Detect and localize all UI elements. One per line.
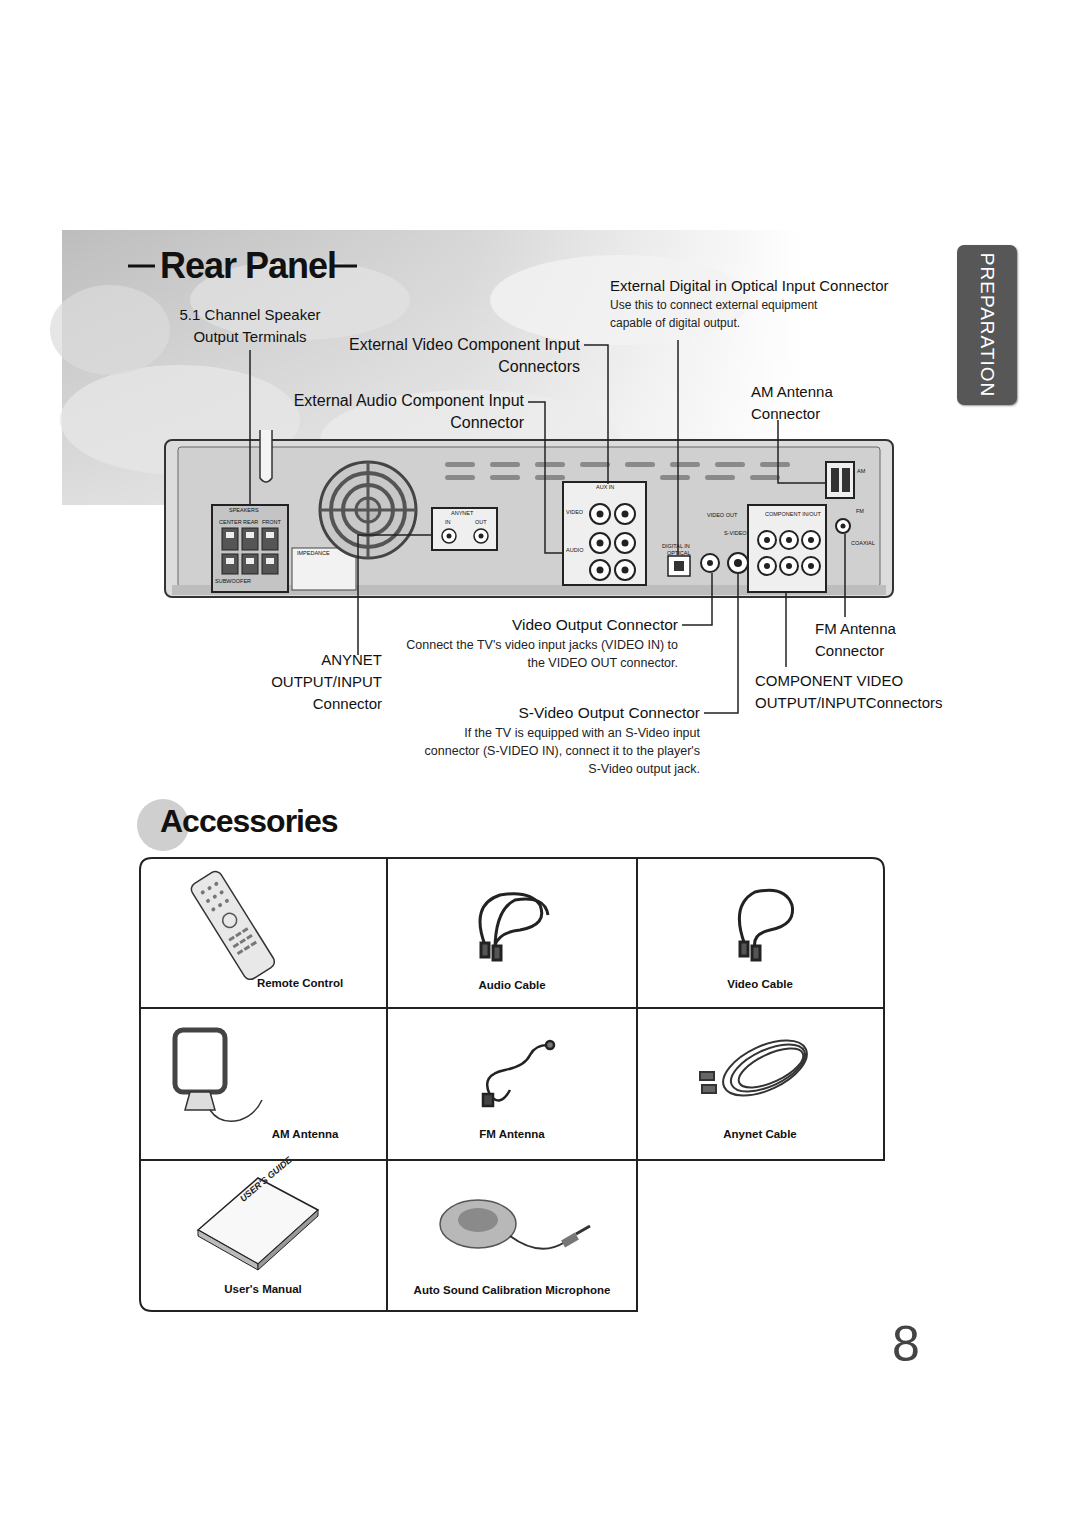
panel-marking: ANYNET	[451, 510, 473, 517]
accessory-name: FM Antenna	[392, 1126, 632, 1142]
callout-label: ANYNET OUTPUT/INPUT Connector	[250, 649, 382, 715]
remote-control-icon	[189, 869, 277, 982]
panel-marking: AUX IN	[596, 484, 614, 491]
panel-marking: COMPONENT IN/OUT	[765, 511, 821, 518]
callout-label: FM Antenna Connector	[815, 618, 925, 662]
video-cable-icon	[739, 890, 792, 960]
panel-marking: FRONT	[262, 519, 281, 526]
accessories-table	[140, 858, 884, 1311]
callout-label: AM Antenna Connector	[751, 381, 861, 425]
panel-marking: REAR	[243, 519, 258, 526]
accessory-name: Audio Cable	[392, 977, 632, 993]
callout-label: Video Output Connector	[466, 614, 678, 636]
panel-marking: IN	[445, 519, 451, 526]
panel-marking: CENTER	[219, 519, 242, 526]
accessory-name: User's Manual	[143, 1281, 383, 1297]
accessory-name: Auto Sound Calibration Microphone	[392, 1282, 632, 1298]
panel-marking: S-VIDEO	[724, 530, 747, 537]
section-tab: PREPARATION	[957, 245, 1017, 405]
anynet-cable-icon	[700, 1029, 815, 1107]
callout-label: External Video Component Input Connector…	[338, 334, 580, 378]
panel-marking: VIDEO OUT	[707, 512, 737, 519]
panel-marking: COAXIAL	[851, 540, 875, 547]
callout-label: External Digital in Optical Input Connec…	[610, 276, 888, 296]
accessory-name: Remote Control	[180, 975, 420, 991]
fm-antenna-icon	[483, 1041, 554, 1106]
accessory-name: Anynet Cable	[640, 1126, 880, 1142]
panel-marking: AM	[857, 468, 865, 475]
callout-note: Use this to connect external equipment c…	[610, 296, 860, 332]
panel-marking: FM	[856, 508, 864, 515]
panel-marking: SPEAKERS	[229, 507, 259, 514]
panel-marking: SUBWOOFER	[215, 578, 251, 585]
page-number: 8	[892, 1316, 920, 1372]
callout-label: S-Video Output Connector	[480, 702, 700, 724]
accessory-name: AM Antenna	[185, 1126, 425, 1142]
manual-cover-text: USER'S GUIDE	[238, 1155, 294, 1205]
callout-note: Connect the TV's video input jacks (VIDE…	[396, 636, 678, 672]
title-dash	[128, 265, 155, 268]
page-title: Rear Panel	[160, 245, 336, 287]
rear-panel-illustration	[165, 430, 893, 597]
callout-note: If the TV is equipped with an S-Video in…	[418, 724, 700, 778]
tab-text: PREPARATION	[976, 253, 998, 397]
audio-cable-icon	[480, 894, 548, 960]
panel-marking: DIGITAL IN	[662, 543, 690, 550]
callout-label: 5.1 Channel Speaker Output Terminals	[160, 304, 340, 348]
panel-marking: AUDIO	[566, 547, 583, 554]
accessory-name: Video Cable	[640, 976, 880, 992]
callout-label: COMPONENT VIDEO OUTPUT/INPUTConnectors	[755, 670, 977, 714]
am-antenna-icon	[175, 1030, 262, 1121]
panel-marking: OPTICAL	[667, 550, 691, 557]
section-heading: Accessories	[160, 801, 338, 841]
panel-marking: VIDEO	[566, 509, 583, 516]
panel-marking: OUT	[475, 519, 487, 526]
callout-label: External Audio Component Input Connector	[280, 390, 524, 434]
microphone-icon	[440, 1200, 590, 1249]
panel-marking: IMPEDANCE	[297, 550, 330, 557]
